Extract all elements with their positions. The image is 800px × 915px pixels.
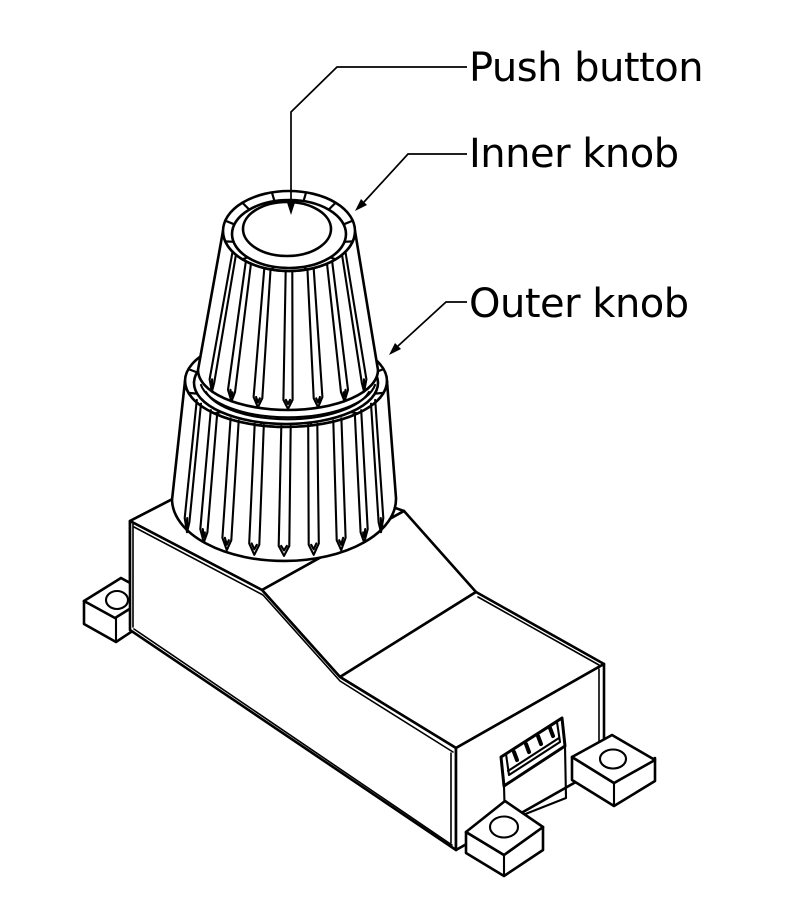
ear-hole-left bbox=[104, 589, 130, 611]
inner-knob-flutes bbox=[208, 248, 368, 410]
inner-knob bbox=[196, 189, 380, 421]
push-button-leader bbox=[290, 66, 467, 204]
mounting-ear-right bbox=[570, 733, 657, 808]
label-push-button: Push button bbox=[469, 45, 704, 91]
inner-knob-arrowhead bbox=[355, 199, 367, 211]
callout-leaders bbox=[286, 66, 467, 355]
outer-knob-arrowhead bbox=[389, 343, 401, 355]
inner-knob-leader bbox=[363, 153, 467, 203]
label-inner-knob: Inner knob bbox=[469, 131, 679, 177]
outer-knob-flutes bbox=[183, 398, 385, 557]
outer-knob-leader bbox=[397, 301, 467, 347]
label-outer-knob: Outer knob bbox=[469, 281, 689, 327]
push-button-arrowhead bbox=[286, 201, 296, 215]
mounting-ear-front bbox=[464, 799, 545, 878]
ear-hole-right bbox=[598, 748, 628, 770]
outer-knob bbox=[170, 379, 398, 563]
push-button bbox=[241, 200, 333, 258]
ear-hole-front bbox=[488, 815, 520, 839]
inner-knob-bottom-ring2 bbox=[204, 390, 371, 421]
connector-pins bbox=[512, 726, 555, 762]
